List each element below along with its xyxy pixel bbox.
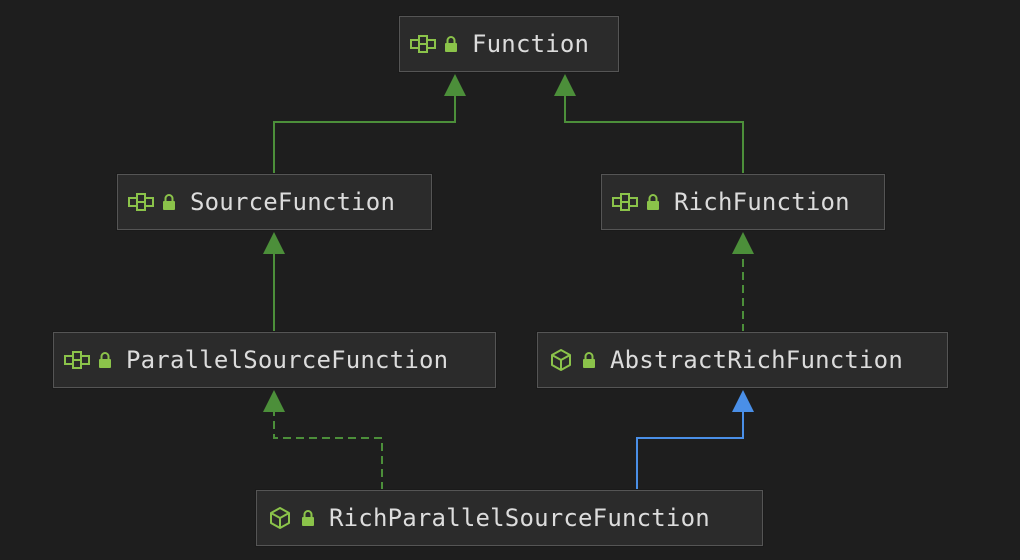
interface-icon xyxy=(408,32,438,56)
interface-icon xyxy=(610,190,640,214)
lock-icon xyxy=(160,190,178,214)
node-parallelsourcefunction[interactable]: ParallelSourceFunction xyxy=(53,332,496,388)
abstract-class-icon xyxy=(265,506,295,530)
edge-richparallel-to-parallelsource xyxy=(263,390,383,490)
node-abstractrichfunction[interactable]: AbstractRichFunction xyxy=(537,332,948,388)
edge-sourcefunction-to-function xyxy=(273,74,466,174)
abstract-class-icon xyxy=(546,348,576,372)
node-function[interactable]: Function xyxy=(399,16,619,72)
edge-line xyxy=(636,412,744,490)
node-richfunction[interactable]: RichFunction xyxy=(601,174,885,230)
interface-icon xyxy=(62,348,92,372)
node-label: ParallelSourceFunction xyxy=(126,346,449,374)
node-richparallelsourcefunction[interactable]: RichParallelSourceFunction xyxy=(256,490,763,546)
edge-arrowhead xyxy=(732,390,754,412)
node-label: RichParallelSourceFunction xyxy=(329,504,710,532)
node-label: AbstractRichFunction xyxy=(610,346,903,374)
edge-richfunction-to-function xyxy=(554,74,744,174)
lock-icon xyxy=(442,32,460,56)
interface-icon xyxy=(126,190,156,214)
edge-arrowhead xyxy=(263,232,285,254)
edge-line xyxy=(273,412,383,490)
lock-icon xyxy=(644,190,662,214)
lock-icon xyxy=(580,348,598,372)
edge-arrowhead xyxy=(554,74,576,96)
edge-arrowhead xyxy=(263,390,285,412)
edge-arrowhead xyxy=(732,232,754,254)
edge-line xyxy=(564,96,744,174)
edge-line xyxy=(273,96,456,174)
lock-icon xyxy=(299,506,317,530)
node-sourcefunction[interactable]: SourceFunction xyxy=(117,174,432,230)
node-label: SourceFunction xyxy=(190,188,396,216)
node-label: RichFunction xyxy=(674,188,850,216)
node-label: Function xyxy=(472,30,590,58)
lock-icon xyxy=(96,348,114,372)
edge-arrowhead xyxy=(444,74,466,96)
edge-parallelsourcefunction-to-sourcefunction xyxy=(263,232,285,332)
edge-abstractrichfunction-to-richfunction xyxy=(732,232,754,332)
edge-richparallel-to-abstractrich xyxy=(636,390,754,490)
